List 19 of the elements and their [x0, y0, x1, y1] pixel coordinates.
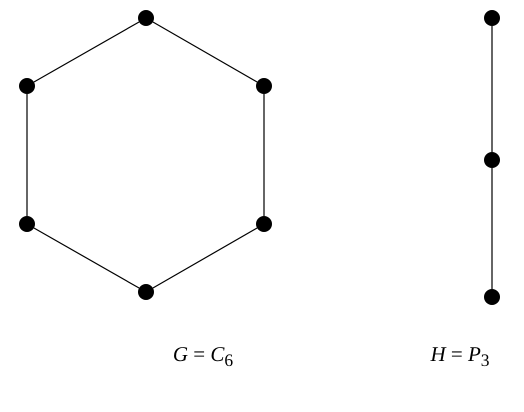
- graph-edge: [152, 21, 258, 83]
- graph-label: H = P$_{3}$: [430, 342, 490, 372]
- vertex-dot: [138, 10, 154, 26]
- vertex-dot: [138, 284, 154, 300]
- vertex-dot: [19, 78, 35, 94]
- vertex-dot: [484, 289, 500, 305]
- vertex-dot: [256, 78, 272, 94]
- graph-edge: [26, 94, 28, 216]
- vertex-dot: [484, 10, 500, 26]
- graph-edge: [152, 227, 258, 289]
- graph-edge: [491, 168, 493, 289]
- graph-edge: [491, 26, 493, 152]
- vertex-dot: [256, 216, 272, 232]
- vertex-dot: [484, 152, 500, 168]
- vertex-dot: [19, 216, 35, 232]
- graph-edge: [263, 94, 265, 216]
- graph-edge: [34, 227, 140, 289]
- graph-edge: [34, 21, 140, 83]
- graph-label: G = C$_{6}$: [172, 342, 234, 372]
